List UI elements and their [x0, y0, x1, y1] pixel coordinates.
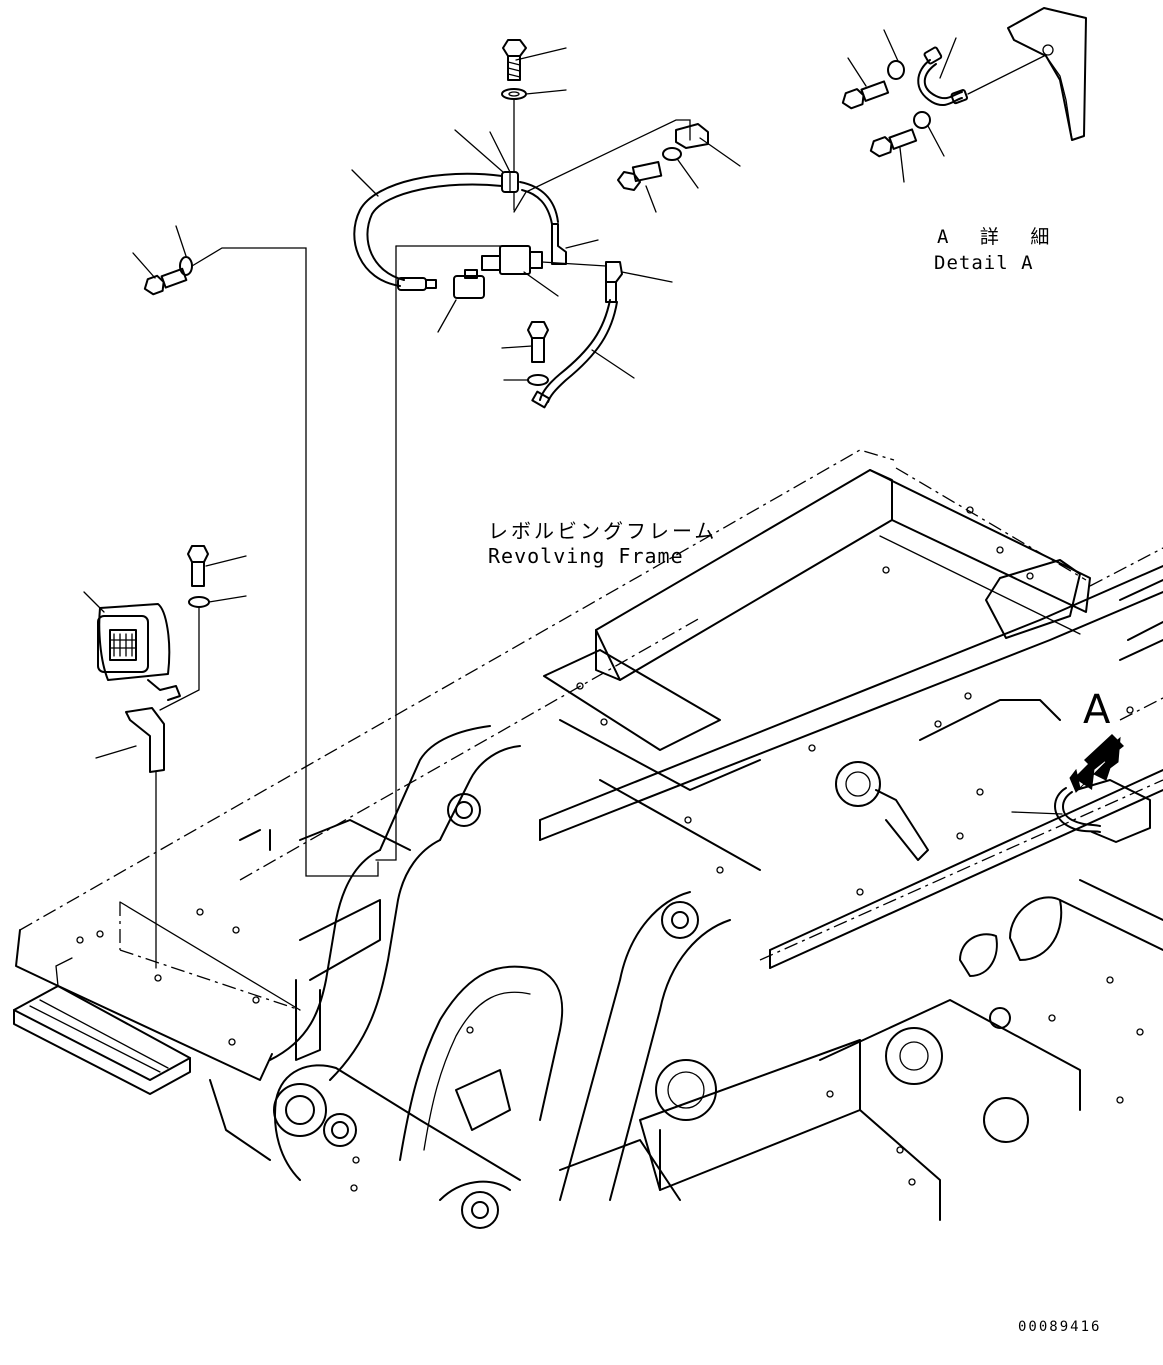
detail-bolt-1: [840, 80, 889, 111]
detail-mount-plate: [1008, 8, 1086, 140]
center-ring: [836, 762, 880, 806]
hose: [540, 300, 610, 400]
boom-bracket: [274, 794, 730, 1228]
detail-a-marker: A: [1083, 687, 1111, 733]
elbow-fitting: [552, 224, 566, 264]
detail-hose: [918, 60, 962, 105]
left-fasteners: [133, 226, 396, 876]
washer-top: [502, 89, 526, 99]
work-light-assembly: [84, 546, 246, 968]
lamp-bracket: [96, 708, 164, 968]
top-assembly: [352, 40, 740, 407]
bolt-right: [618, 162, 661, 212]
work-lamp: [84, 592, 180, 700]
detail-bolt-2: [868, 128, 917, 159]
frame-holes: [77, 507, 1143, 1191]
detail-a-label-en: Detail A: [934, 252, 1034, 274]
detail-a: [840, 8, 1086, 182]
wire-harness: [354, 174, 502, 286]
cross-beam-top: [596, 470, 892, 680]
revolving-frame-label-en: Revolving Frame: [488, 544, 684, 568]
plug-connector: [438, 270, 484, 332]
revolving-frame-label-jp: レボルビングフレーム: [488, 519, 718, 543]
front-step: [14, 958, 190, 1094]
frame-hose: [1055, 788, 1100, 832]
drawing-number: 00089416: [1018, 1319, 1102, 1335]
frame-cutout: [400, 967, 562, 1160]
detail-a-label-jp: A 詳 細: [937, 226, 1060, 248]
bolt-lower: [502, 322, 548, 362]
bracket-top: [676, 124, 740, 166]
bolt-light: [188, 546, 246, 586]
relay-block: [396, 246, 558, 296]
detail-a-arrow: [1070, 734, 1124, 792]
revolving-frame: [14, 450, 1163, 1228]
bolt-top: [503, 40, 526, 80]
